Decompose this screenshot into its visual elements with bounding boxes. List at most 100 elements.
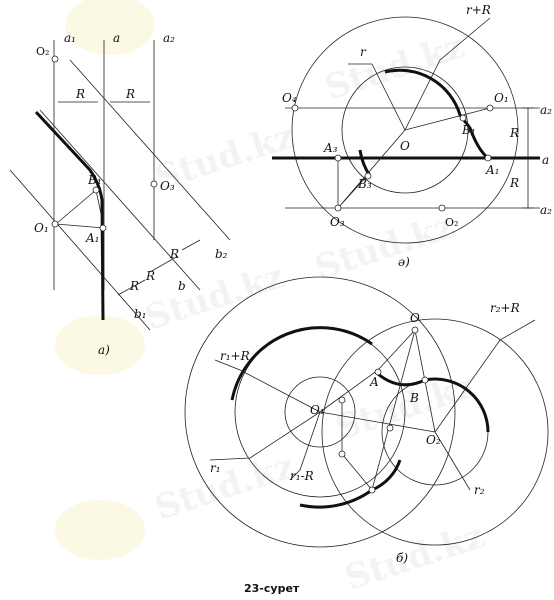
arc-thick-top [230,326,373,401]
point-A [374,368,382,376]
circle-r1-minus-R [284,376,356,448]
conjugation-curve-a [34,110,105,321]
label-B1-d: B₁ [461,123,476,137]
radius-r1 [209,411,321,461]
label-O: O [400,139,410,153]
line-b2 [69,59,231,241]
point-B3 [364,172,372,180]
label-a: a [542,153,549,167]
label-O2: O₂ [36,45,49,58]
label-b2: b₂ [215,247,228,261]
label-O4: O₄ [282,91,297,105]
label-b: b [178,279,186,293]
label-r1-minus-R: r₁-R [290,469,314,483]
point-B1 [92,186,100,194]
radius-r1-plus-R [214,359,321,413]
construction-lines-a [55,189,105,229]
radius-r2-plus-R [434,319,536,433]
point-A1 [99,224,107,232]
label-O3: O₃ [160,179,175,193]
label-R-low3: R [145,269,155,283]
point-O-b [411,326,419,334]
watermark-layer: Stud.kz Stud.kz Stud.kz Stud.kz Stud.kz … [55,0,489,599]
label-R-low1: R [169,247,179,261]
point-O1 [51,220,59,228]
dimension-R-side [522,107,534,209]
panel-d: r+R r O₄ O O₁ B₁ A₃ A₁ B₃ O₃ O₂ a₂ a a₂ … [272,3,552,269]
label-A3: A₃ [323,141,338,155]
label-R-low2: R [129,279,139,293]
label-b1: b₁ [134,307,147,321]
construction-lines-b2 [341,329,416,491]
line-b [39,109,201,291]
circle-r2-plus-R [321,318,549,546]
label-r-plus-R: r+R [466,3,491,17]
watermark-text-2: Stud.kz [320,26,469,108]
panel-d-tag: ә) [398,255,410,269]
point-O3-d [334,204,342,212]
label-O1-d: O₁ [494,91,509,105]
point-int-2 [338,450,346,458]
arc-thick-right [377,372,490,433]
label-r1: r₁ [210,461,221,475]
label-A1-d: A₁ [485,163,499,177]
point-int-4 [368,486,376,494]
label-A1: A₁ [85,231,99,245]
label-O3-d: O₃ [330,215,345,229]
label-A: A [369,375,379,389]
label-a2-bottom: a₂ [540,203,552,217]
line-b1 [9,169,151,331]
point-A3 [334,154,342,162]
point-B [421,376,429,384]
point-B1-d [459,114,467,122]
radius-r2 [434,431,471,491]
label-O1: O₁ [34,221,49,235]
label-R2-d: R [509,176,519,190]
circle-r1-plus-R [184,276,456,548]
label-a2: a₂ [163,31,175,45]
watermark-text-3: Stud.kz [140,256,289,338]
radius-r1-minus-R [289,411,321,481]
panel-a-tag: а) [98,343,110,357]
figure-caption: 23-сурет [244,582,300,595]
panel-b-tag: б) [396,551,408,565]
point-O4 [291,104,299,112]
dimension-R-lower [117,239,201,296]
label-a2-top: a₂ [540,103,552,117]
label-a: a [113,31,120,45]
label-r: r [360,45,367,59]
label-O2-b: O₂ [426,433,441,447]
label-O2-d: O₂ [445,216,458,229]
arc-upper-right [384,68,489,160]
panel-b: O r₂+R r₁+R A B O₁ O₂ r₁ r₁-R r₂ б) [184,276,549,565]
label-O1-b: O₁ [310,403,325,417]
label-r1-plus-R: r₁+R [220,349,250,363]
radius-r [348,63,406,131]
label-R-top-right: R [125,87,135,101]
label-B: B [409,391,419,405]
point-int-3 [386,424,394,432]
watermark-text-7: Stud.kz [340,516,489,598]
label-r2-plus-R: r₂+R [490,301,520,315]
watermark-text-5: Stud.kz [150,446,299,528]
label-R1-d: R [509,126,519,140]
construction-lines-d [337,107,491,209]
label-a1: a₁ [64,31,76,45]
label-r2: r₂ [474,483,485,497]
point-O1-d [486,104,494,112]
point-A1-d [484,154,492,162]
label-R-top-left: R [75,87,85,101]
panel-a: a₁ a a₂ O₂ R R B₁ O₃ O₁ A₁ b₂ R b R R b₁… [9,31,231,357]
point-O2 [51,55,59,63]
point-O2-d [438,204,446,212]
point-O3 [150,180,158,188]
label-O-b: O [410,311,420,325]
circle-r [341,66,469,194]
label-B3: B₃ [357,177,372,191]
circle-r-plus-R [291,16,519,244]
label-B1: B₁ [87,173,102,187]
radius-r-plus-R [404,17,491,131]
point-int-1 [338,396,346,404]
